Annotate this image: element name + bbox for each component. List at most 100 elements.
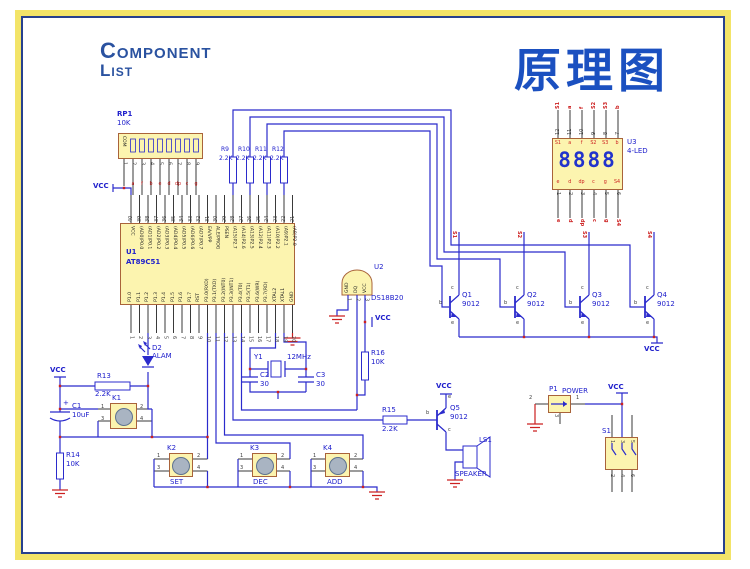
- pin-num: 1: [128, 336, 135, 340]
- pin-num: 8: [603, 131, 609, 135]
- pin-num: 6: [629, 474, 635, 478]
- net-lbl: g: [603, 180, 607, 185]
- pin-num: 9: [591, 131, 597, 135]
- pin-num: 12: [222, 336, 228, 343]
- pin-lbl: P3.6(WR): [255, 280, 261, 302]
- pin-num: 2: [354, 298, 361, 302]
- pin-num: 38: [145, 215, 151, 222]
- pin-lbl: P1.4: [162, 291, 167, 302]
- pin-num: 9: [193, 162, 200, 166]
- pin-num: 26: [247, 215, 253, 222]
- pin-num: 3: [139, 162, 146, 166]
- r14-ref: R14: [66, 451, 80, 459]
- net-lbl: S2: [591, 101, 597, 109]
- r12-value: 2.2K: [270, 155, 284, 162]
- q2-e: e: [516, 320, 520, 326]
- pin-num: 30: [213, 215, 219, 222]
- q5-b: b: [426, 410, 430, 416]
- pin-lbl: GND: [344, 282, 350, 293]
- pin-num: 1: [609, 440, 615, 444]
- k3-label: DEC: [253, 478, 268, 486]
- k2-label: SET: [170, 478, 184, 486]
- vcc-label: VCC: [644, 345, 660, 353]
- pin-lbl: XTAL1: [281, 287, 286, 302]
- pin-num: 4: [619, 474, 625, 478]
- pin-num: 13: [230, 336, 237, 343]
- net-lbl: g: [603, 219, 609, 223]
- pin-lbl: P3.1(TXD): [213, 278, 218, 302]
- k2-pin2: 2: [197, 453, 201, 459]
- u3-ref: U3: [627, 138, 637, 146]
- ls1-label: SPEAKER: [455, 470, 487, 478]
- seven-seg-digits: 8888: [558, 148, 617, 172]
- net-lbl: d: [568, 180, 572, 185]
- net-lbl: c: [185, 182, 189, 187]
- net-lbl: g: [194, 182, 198, 187]
- key-cap: [172, 457, 190, 475]
- p1-pin2-number: 2: [529, 395, 533, 401]
- net-lbl: dp: [174, 182, 182, 187]
- k1-pin1: 1: [101, 404, 105, 410]
- q4-c: c: [646, 285, 649, 291]
- p1-pin1-number: 1: [576, 395, 580, 401]
- pin-num: 32: [196, 215, 202, 222]
- pin-num: 11: [567, 128, 573, 135]
- pin-lbl: P3.3(INT1): [230, 277, 235, 302]
- pin-num: 18: [273, 336, 279, 343]
- y1-ref: Y1: [254, 353, 263, 361]
- pin-num: 8: [184, 162, 191, 166]
- u2-ref: U2: [374, 263, 384, 271]
- pin-num: 9: [196, 336, 203, 340]
- q5-e: e: [448, 394, 452, 400]
- vcc-label: VCC: [608, 383, 624, 391]
- s1-ref: S1: [602, 427, 611, 435]
- k1-pin3: 3: [101, 416, 105, 422]
- key-k4[interactable]: [325, 453, 350, 477]
- r14-value: 10K: [66, 460, 80, 468]
- title-schematic-cn: 原理图: [514, 44, 670, 97]
- net-lbl: b: [149, 182, 153, 187]
- k3-pin4: 4: [281, 465, 285, 471]
- r9-value: 2.2K: [219, 155, 233, 162]
- key-k1[interactable]: [110, 403, 137, 429]
- r13-value: 2.2K: [95, 390, 111, 398]
- pin-num: 2: [130, 162, 137, 166]
- k1-pin2: 2: [140, 404, 144, 410]
- q1-ref: Q1: [462, 291, 472, 299]
- ls1-ref: LS1: [479, 436, 492, 444]
- k3-pin1: 1: [240, 453, 244, 459]
- pin-num: 8: [188, 336, 194, 340]
- p1-label: POWER: [562, 387, 588, 395]
- pin-num: 40: [128, 215, 134, 222]
- key-k3[interactable]: [252, 453, 277, 477]
- q4-e: e: [646, 320, 650, 326]
- p1-ref: P1: [549, 385, 558, 393]
- pin-num: 5: [603, 192, 609, 196]
- pin-num: 33: [187, 215, 194, 222]
- k4-ref: K4: [323, 444, 333, 452]
- r10-ref: R10: [238, 146, 250, 153]
- net-lbl: c: [591, 219, 597, 222]
- resistor-pack-rp1[interactable]: [118, 133, 203, 159]
- c1-value: 10uF: [72, 411, 90, 419]
- q2-c: c: [516, 285, 519, 291]
- pin-lbl: RST: [196, 293, 201, 302]
- pin-num: 3: [579, 192, 585, 196]
- p1-pin3-number: 3: [553, 414, 559, 418]
- pin-num: 3: [363, 298, 370, 302]
- pin-num: 11: [213, 336, 220, 343]
- k1-pin4: 4: [140, 416, 144, 422]
- key-cap: [114, 408, 133, 426]
- r13-ref: R13: [97, 372, 111, 380]
- title-component: Component: [100, 38, 212, 63]
- pin-num: 3: [619, 440, 625, 444]
- pin-num: 21: [289, 215, 296, 222]
- key-k2[interactable]: [169, 453, 193, 477]
- pin-lbl: P3.0(RXD): [204, 278, 210, 302]
- net-label-s2: S2: [516, 231, 522, 239]
- r15-value: 2.2K: [382, 425, 398, 433]
- power-connector-p1[interactable]: [548, 395, 571, 413]
